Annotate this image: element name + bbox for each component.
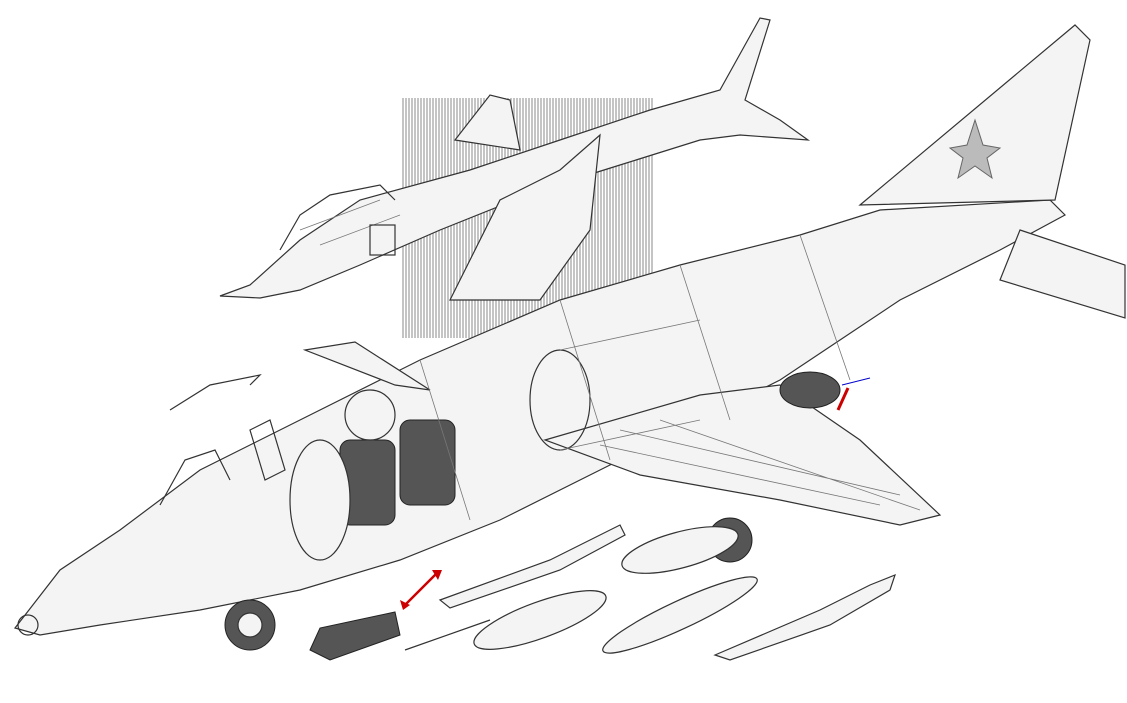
lift-engines (339, 389, 456, 526)
trainer-aircraft-side-view (219, 17, 811, 299)
star-insignia-icon (948, 118, 1002, 180)
annotation-marks (400, 377, 871, 610)
main-engine (529, 319, 841, 451)
main-aircraft-cutaway (13, 24, 1126, 651)
weapon-stores (309, 524, 896, 661)
